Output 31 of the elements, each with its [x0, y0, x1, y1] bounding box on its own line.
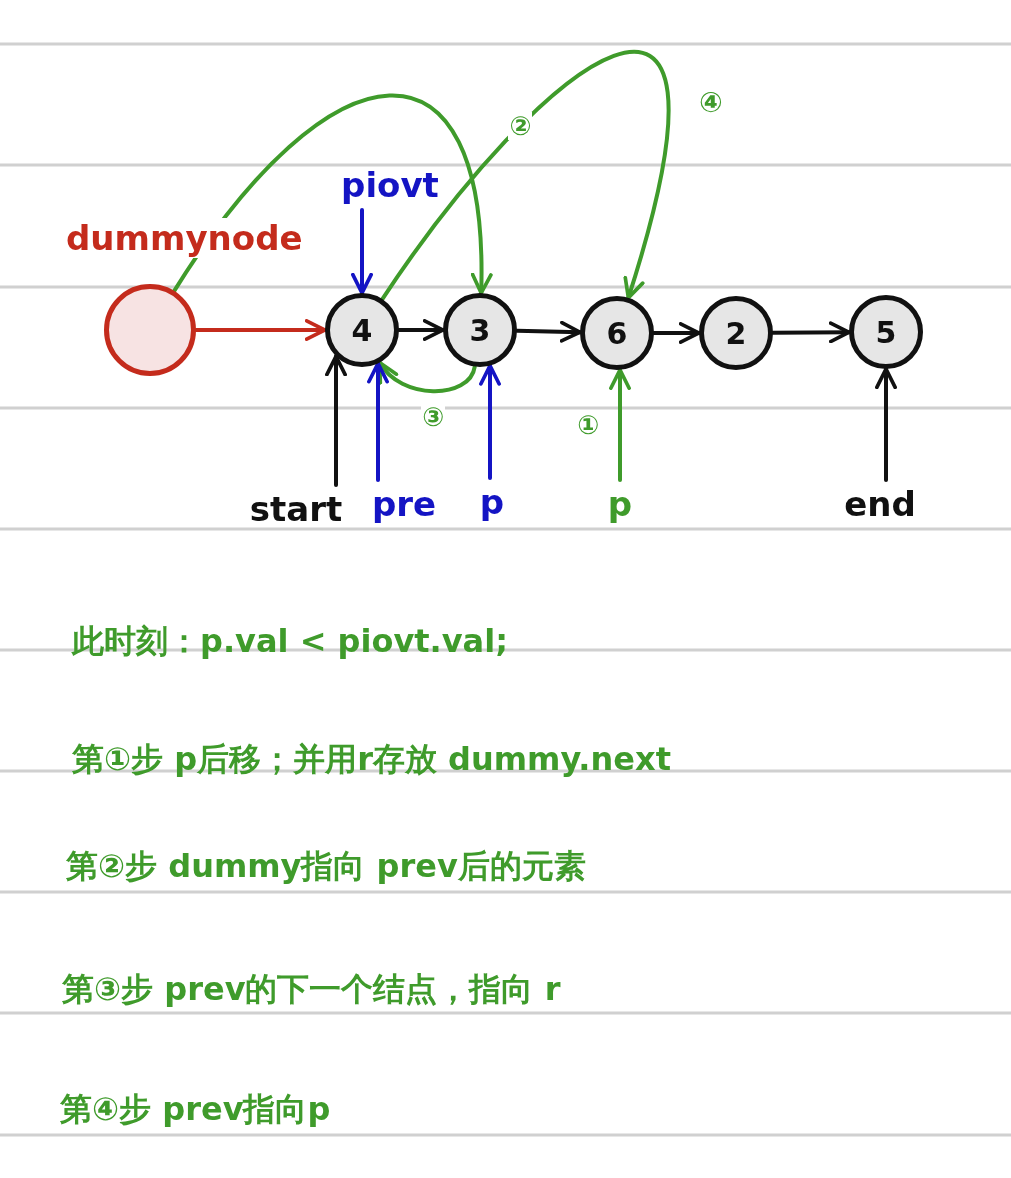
- arrow: [380, 50, 670, 302]
- arrow: [351, 208, 373, 295]
- pointer-label: p: [472, 478, 512, 526]
- arrow: [172, 93, 492, 295]
- arrow: [771, 321, 851, 344]
- list-node-circle: 3: [443, 293, 517, 367]
- list-node-circle: 6: [580, 296, 654, 370]
- arrow: [652, 322, 701, 344]
- pointer-label: start: [240, 485, 352, 533]
- step-number: ②: [508, 111, 533, 140]
- note-text: 第①步 p后移；并用r存放 dummy.next: [72, 739, 671, 780]
- note-text: 第②步 dummy指向 prev后的元素: [66, 846, 586, 887]
- arrow: [479, 363, 501, 480]
- arrow: [367, 361, 389, 482]
- arrow: [377, 360, 477, 394]
- arrow: [325, 354, 347, 487]
- list-node-circle: 2: [699, 296, 773, 370]
- note-text: 第④步 prev指向p: [60, 1089, 331, 1130]
- node-caption: dummynode: [66, 218, 303, 258]
- pointer-label: p: [600, 480, 640, 528]
- arrow: [875, 367, 897, 482]
- pointer-label: piovt: [330, 160, 450, 210]
- list-node-circle: 5: [849, 295, 923, 369]
- note-text: 此时刻：p.val < piovt.val;: [72, 621, 508, 662]
- arrow: [515, 320, 582, 343]
- pointer-label: pre: [366, 480, 442, 528]
- list-node-circle: 4: [325, 293, 399, 367]
- arrow: [194, 319, 327, 341]
- arrow: [397, 319, 445, 341]
- note-text: 第③步 prev的下一个结点，指向 r: [62, 969, 561, 1010]
- pointer-label: end: [843, 480, 917, 528]
